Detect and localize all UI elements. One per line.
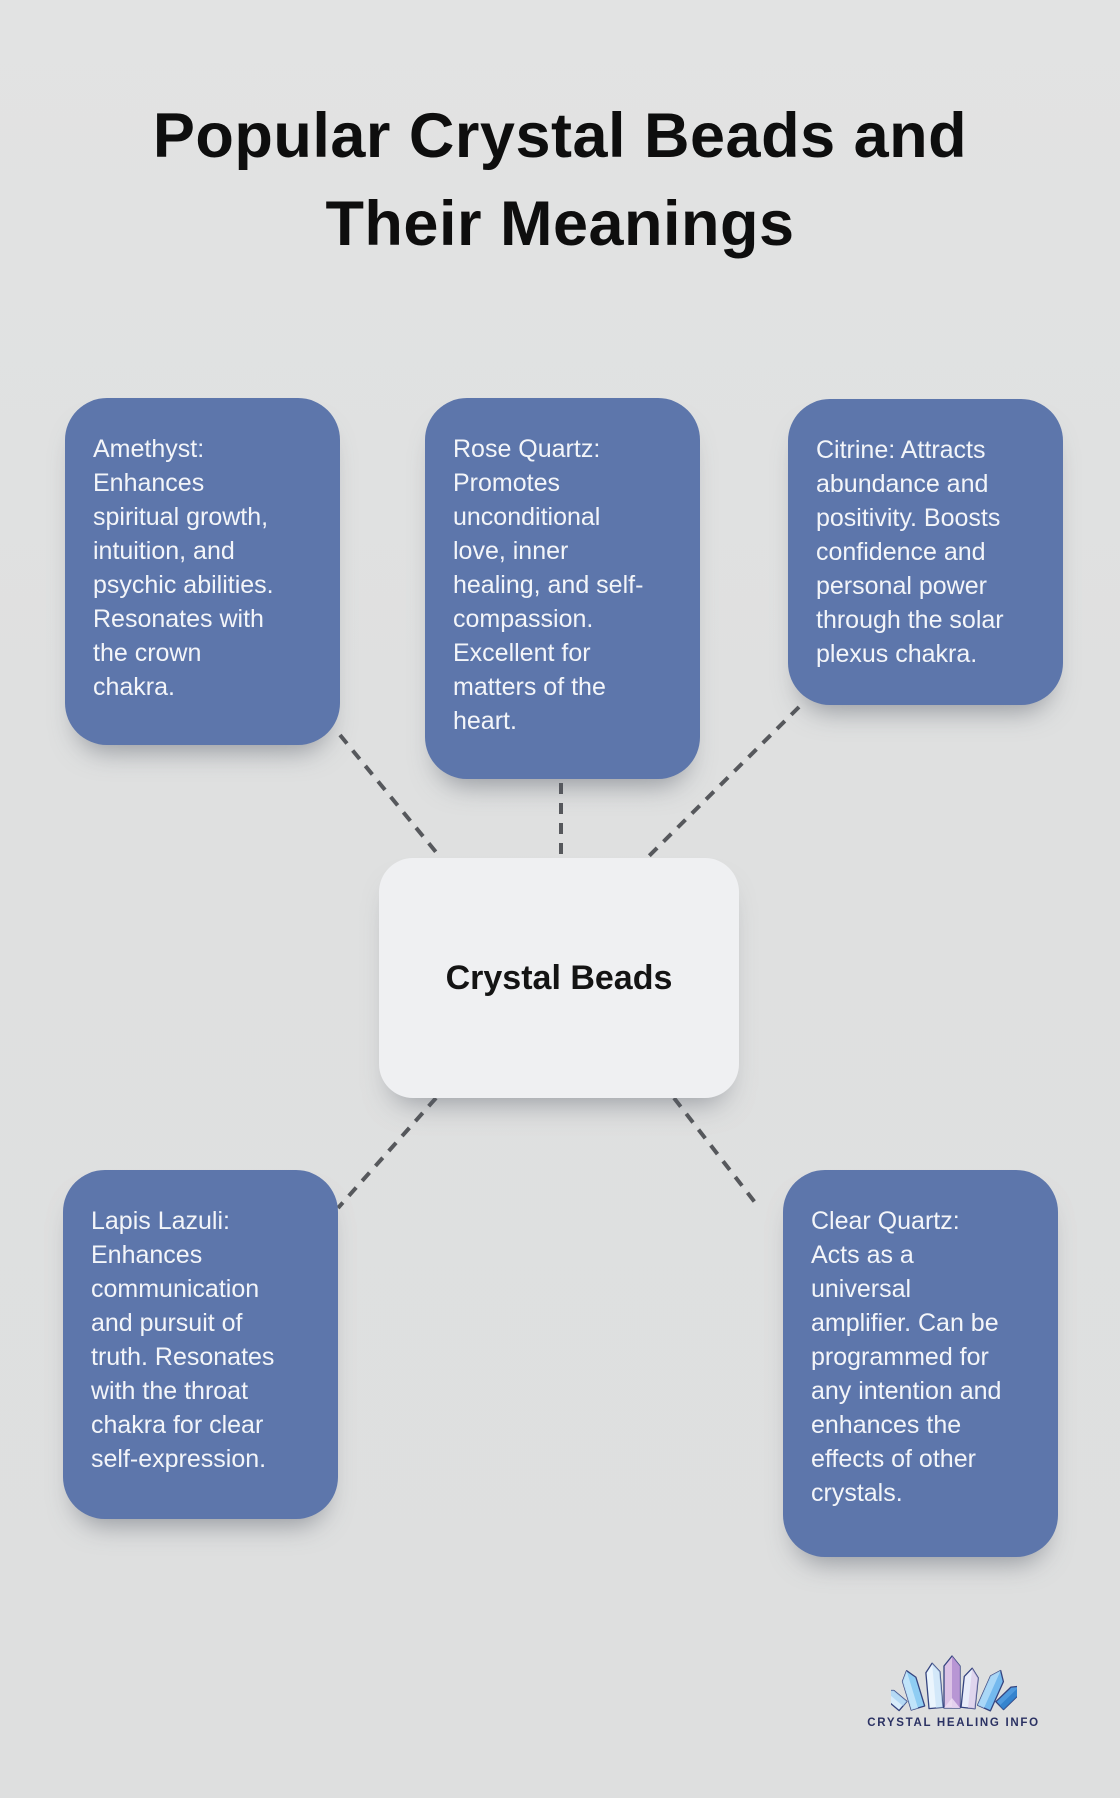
connector-center-lapis <box>336 1096 438 1210</box>
crystal-small-left <box>890 1689 908 1712</box>
connector-citrine-center <box>646 705 801 859</box>
crystal-left <box>901 1670 925 1711</box>
page-title: Popular Crystal Beads and Their Meanings <box>152 101 968 259</box>
crystal-small-right <box>994 1685 1017 1711</box>
node-rose-quartz: Rose Quartz: Promotes unconditional love… <box>425 398 700 779</box>
node-amethyst: Amethyst: Enhances spiritual growth, int… <box>65 398 340 745</box>
crystal-blue-right <box>976 1669 1004 1712</box>
brand-name: CRYSTAL HEALING INFO <box>867 1717 1040 1729</box>
connector-amethyst-center <box>338 733 442 859</box>
connector-center-clear-quartz <box>672 1096 759 1207</box>
brand-logo: CRYSTAL HEALING INFO <box>856 1652 1051 1729</box>
center-node-label: Crystal Beads <box>445 958 673 997</box>
crystal-right-pale <box>959 1667 979 1710</box>
node-clear-quartz: Clear Quartz: Acts as a universal amplif… <box>783 1170 1058 1557</box>
node-citrine: Citrine: Attracts abundance and positivi… <box>788 399 1063 705</box>
center-node: Crystal Beads <box>379 858 739 1098</box>
crystal-cluster-icon <box>890 1655 1017 1712</box>
node-lapis-lazuli: Lapis Lazuli: Enhances communication and… <box>63 1170 338 1519</box>
crystal-pale <box>924 1662 944 1710</box>
crystal-pink-center <box>942 1655 961 1709</box>
